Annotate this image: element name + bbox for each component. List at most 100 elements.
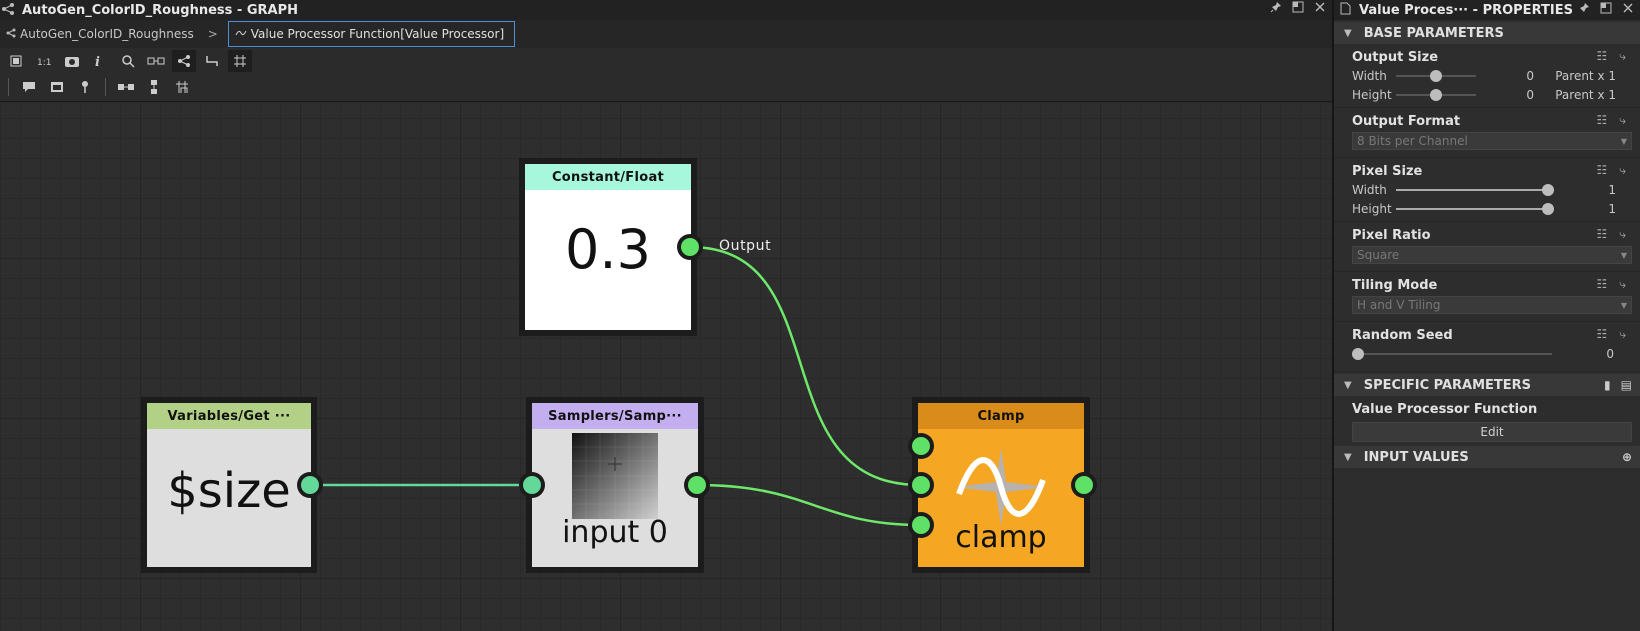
function-link-icon[interactable]: ⤷: [1619, 49, 1626, 63]
input-port[interactable]: [908, 512, 934, 538]
hierarchy-icon[interactable]: [172, 50, 196, 72]
fit-icon[interactable]: 1:1: [32, 50, 56, 72]
toolbar-separator: [8, 78, 9, 96]
height-value: 0: [1526, 87, 1534, 102]
param-random-seed: Random Seed ☷⤷ 0: [1334, 322, 1640, 372]
inherit-icon[interactable]: ☷: [1596, 49, 1608, 63]
node-header: Constant/Float: [525, 164, 691, 190]
align-horizontal-icon[interactable]: [114, 76, 138, 98]
function-link-icon[interactable]: ⤷: [1619, 277, 1626, 291]
node-body: 0.3: [525, 190, 691, 330]
info-icon[interactable]: i: [88, 50, 112, 72]
output-format-dropdown[interactable]: 8 Bits per Channel ▼: [1352, 132, 1632, 150]
section-base-parameters[interactable]: ▼ BASE PARAMETERS: [1334, 22, 1640, 44]
output-port[interactable]: [684, 472, 710, 498]
node-header: Samplers/Samp···: [532, 403, 698, 429]
section-input-values[interactable]: ▼ INPUT VALUES ⊕: [1334, 446, 1640, 468]
bookmark-icon[interactable]: ▮: [1604, 378, 1611, 392]
param-label: Random Seed: [1352, 327, 1453, 343]
width-label: Width: [1352, 182, 1387, 197]
output-port[interactable]: [677, 234, 703, 260]
close-icon[interactable]: [1622, 2, 1634, 18]
chevron-down-icon: ▼: [1620, 300, 1627, 310]
output-port[interactable]: [297, 472, 323, 498]
maximize-icon[interactable]: [1292, 1, 1304, 17]
height-suffix[interactable]: Parent x 1: [1555, 87, 1616, 102]
node-value: 0.3: [565, 217, 651, 281]
graph-title: AutoGen_ColorID_Roughness - GRAPH: [22, 2, 299, 18]
connector-icon[interactable]: [200, 50, 224, 72]
input-port[interactable]: [908, 433, 934, 459]
graph-icon: [0, 2, 16, 18]
inherit-icon[interactable]: ☷: [1596, 277, 1608, 291]
pin-icon[interactable]: [73, 76, 97, 98]
param-value-processor-function: Value Processor Function Edit: [1334, 396, 1640, 444]
pin-icon[interactable]: [1578, 2, 1590, 18]
camera-icon[interactable]: [60, 50, 84, 72]
input-port[interactable]: [519, 472, 545, 498]
align-icon[interactable]: [144, 50, 168, 72]
node-body: $size: [147, 429, 311, 567]
chevron-down-icon: ▼: [1620, 136, 1627, 146]
inherit-icon[interactable]: ☷: [1596, 327, 1608, 341]
width-slider[interactable]: [1396, 183, 1554, 196]
document-list-icon[interactable]: ▤: [1620, 378, 1632, 392]
frame-all-icon[interactable]: [4, 50, 28, 72]
align-vertical-icon[interactable]: [142, 76, 166, 98]
node-clamp[interactable]: Clamp clamp: [912, 397, 1090, 573]
sampler-gradient-icon: [572, 433, 658, 519]
node-header: Clamp: [918, 403, 1084, 429]
close-icon[interactable]: [1314, 1, 1326, 17]
comment-icon[interactable]: [17, 76, 41, 98]
crop-grid-icon[interactable]: [228, 50, 252, 72]
height-label: Height: [1352, 201, 1392, 216]
breadcrumb-label: Value Processor Function[Value Processor…: [250, 27, 505, 41]
node-body: input 0: [532, 429, 698, 567]
node-samplers[interactable]: Samplers/Samp··· input 0: [526, 397, 704, 573]
add-icon[interactable]: ⊕: [1621, 450, 1632, 464]
pixel-ratio-dropdown[interactable]: Square ▼: [1352, 246, 1632, 264]
width-value: 0: [1526, 68, 1534, 83]
height-slider[interactable]: [1396, 202, 1554, 215]
pin-icon[interactable]: [1270, 1, 1282, 17]
dropdown-value: H and V Tiling: [1357, 298, 1441, 312]
param-label: Value Processor Function: [1352, 401, 1538, 417]
inherit-icon[interactable]: ☷: [1596, 113, 1608, 127]
toolbar-separator: [105, 78, 106, 96]
node-variables-get[interactable]: Variables/Get ··· $size: [141, 397, 317, 573]
breadcrumb-item-function[interactable]: Value Processor Function[Value Processor…: [227, 21, 516, 47]
breadcrumb-item-graph[interactable]: AutoGen_ColorID_Roughness: [0, 27, 200, 41]
random-seed-slider[interactable]: [1352, 347, 1552, 360]
function-link-icon[interactable]: ⤷: [1619, 327, 1626, 341]
width-value: 1: [1608, 182, 1616, 197]
tiling-mode-dropdown[interactable]: H and V Tiling ▼: [1352, 296, 1632, 314]
chevron-down-icon: ▼: [1344, 379, 1352, 391]
param-output-size: Output Size ☷⤷ Width 0 Parent x 1 Height…: [1334, 44, 1640, 108]
function-link-icon[interactable]: ⤷: [1619, 113, 1626, 127]
frame-icon[interactable]: [45, 76, 69, 98]
clamp-curve-icon: [955, 447, 1047, 526]
width-slider[interactable]: [1396, 69, 1476, 82]
param-pixel-size: Pixel Size ☷⤷ Width 1 Height 1: [1334, 158, 1640, 222]
height-slider[interactable]: [1396, 88, 1476, 101]
function-link-icon[interactable]: ⤷: [1619, 163, 1626, 177]
height-label: Height: [1352, 87, 1392, 102]
width-suffix[interactable]: Parent x 1: [1555, 68, 1616, 83]
svg-text:1:1: 1:1: [37, 58, 51, 68]
edit-button[interactable]: Edit: [1352, 422, 1632, 442]
function-icon: [235, 27, 247, 41]
output-port[interactable]: [1071, 472, 1097, 498]
snap-grid-icon[interactable]: [170, 76, 194, 98]
properties-title: Value Proces··· - PROPERTIES: [1359, 2, 1573, 18]
param-pixel-ratio: Pixel Ratio ☷⤷ Square ▼: [1334, 222, 1640, 272]
param-label: Output Size: [1352, 49, 1439, 65]
search-icon[interactable]: [116, 50, 140, 72]
function-link-icon[interactable]: ⤷: [1619, 227, 1626, 241]
section-specific-parameters[interactable]: ▼ SPECIFIC PARAMETERS ▮ ▤: [1334, 374, 1640, 396]
node-constant-float[interactable]: Constant/Float 0.3: [519, 158, 697, 336]
inherit-icon[interactable]: ☷: [1596, 163, 1608, 177]
maximize-icon[interactable]: [1600, 2, 1612, 18]
inherit-icon[interactable]: ☷: [1596, 227, 1608, 241]
input-port[interactable]: [908, 472, 934, 498]
dropdown-value: 8 Bits per Channel: [1357, 134, 1468, 148]
